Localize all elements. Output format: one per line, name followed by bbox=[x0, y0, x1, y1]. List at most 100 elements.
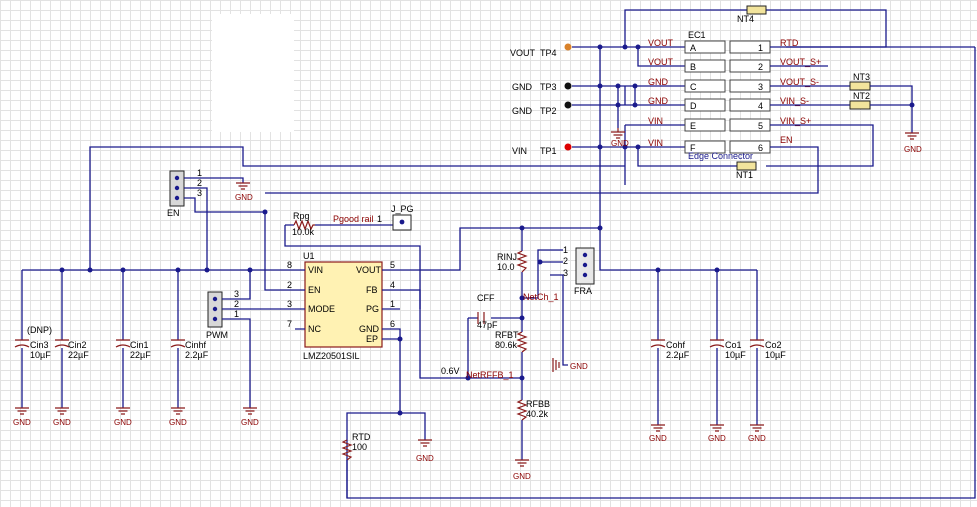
u1-pin-label: VOUT bbox=[356, 265, 382, 275]
vin-rail bbox=[22, 146, 625, 271]
tp4-net: VOUT bbox=[510, 48, 536, 58]
en-pin2[interactable] bbox=[174, 185, 180, 191]
u1-ref: U1 bbox=[303, 251, 315, 261]
svg-text:4: 4 bbox=[390, 280, 395, 290]
rpg-ref: Rpg bbox=[293, 211, 310, 221]
cohf-value: 2.2µF bbox=[666, 350, 690, 360]
svg-text:2: 2 bbox=[287, 280, 292, 290]
u1-pin-label: MODE bbox=[308, 304, 335, 314]
tp4-label: TP4 bbox=[540, 48, 557, 58]
en-pin3[interactable] bbox=[174, 195, 180, 201]
fra-pin2[interactable] bbox=[582, 262, 588, 268]
feedback-network: GND GND RINJ 10.0 CFF 47pF RFBT 80.6k RF… bbox=[441, 225, 588, 481]
fra-ref: FRA bbox=[574, 286, 592, 296]
svg-text:6: 6 bbox=[390, 319, 395, 329]
u1-pin-label: EN bbox=[308, 285, 321, 295]
rtd-value: 100 bbox=[352, 442, 367, 452]
u1-pin-label: NC bbox=[308, 324, 321, 334]
fra-pin3[interactable] bbox=[582, 272, 588, 278]
ec-left-net: VOUT bbox=[648, 57, 674, 67]
ec-left-net: GND bbox=[648, 96, 669, 106]
en-pin-num: 1 bbox=[197, 168, 202, 178]
rfbt-ref: RFBT bbox=[495, 330, 519, 340]
tp3-marker[interactable] bbox=[564, 82, 572, 90]
ec-left-net: VOUT bbox=[648, 38, 674, 48]
ec-pin: 4 bbox=[758, 101, 763, 111]
pg-jumper-ref: J_PG bbox=[391, 204, 414, 214]
u1-pin-label: GND bbox=[359, 324, 380, 334]
ec-pin: D bbox=[690, 101, 697, 111]
gnd-label: GND bbox=[570, 362, 588, 371]
gnd-label: GND bbox=[708, 434, 726, 443]
fb-voltage-label: 0.6V bbox=[441, 366, 460, 376]
ec-pin: 6 bbox=[758, 143, 763, 153]
cin1-value: 22µF bbox=[130, 350, 151, 360]
edge-connector: VOUT TP4 GND TP3 GND TP2 VIN TP1 GND VOU… bbox=[265, 5, 976, 499]
gnd-label: GND bbox=[235, 193, 253, 202]
ground-icon bbox=[905, 132, 919, 140]
nt1-label: NT1 bbox=[736, 170, 753, 180]
nt1-tie bbox=[736, 161, 757, 171]
ec-ref: EC1 bbox=[688, 30, 706, 40]
fra-pin1[interactable] bbox=[582, 252, 588, 258]
ec-right-wires bbox=[265, 46, 975, 194]
svg-text:7: 7 bbox=[287, 319, 292, 329]
ec-pin: 5 bbox=[758, 121, 763, 131]
tp2-marker[interactable] bbox=[564, 101, 572, 109]
gnd-label: GND bbox=[114, 418, 132, 427]
cin3-note: (DNP) bbox=[27, 325, 52, 335]
cff-ref: CFF bbox=[477, 293, 495, 303]
ec-pin: C bbox=[690, 82, 697, 92]
pwm-pin3[interactable] bbox=[212, 296, 218, 302]
svg-text:1: 1 bbox=[563, 245, 568, 255]
cin3-ref: Cin3 bbox=[30, 340, 49, 350]
rinj-value: 10.0 bbox=[497, 262, 515, 272]
cinhf-ref: Cinhf bbox=[185, 340, 207, 350]
gnd-label: GND bbox=[649, 434, 667, 443]
co2-ref: Co2 bbox=[765, 340, 782, 350]
u1-part: LMZ20501SIL bbox=[303, 351, 360, 361]
tp3-label: TP3 bbox=[540, 82, 557, 92]
ec-right-net: VIN_S- bbox=[780, 96, 809, 106]
tp1-marker[interactable] bbox=[564, 143, 572, 151]
gnd-label: GND bbox=[748, 434, 766, 443]
cinhf-value: 2.2µF bbox=[185, 350, 209, 360]
tp1-label: TP1 bbox=[540, 146, 557, 156]
ec-pin: F bbox=[690, 143, 696, 153]
cin1-ref: Cin1 bbox=[130, 340, 149, 350]
nt4-label: NT4 bbox=[737, 14, 754, 24]
ec-left-net: GND bbox=[648, 77, 669, 87]
rtd-wire bbox=[346, 47, 976, 499]
input-caps: (DNP) Cin3 10µF Cin2 22µF Cin1 22µF Cinh… bbox=[13, 270, 209, 427]
ec-right-net: VIN_S+ bbox=[780, 116, 811, 126]
ec-right-net: VOUT_S- bbox=[780, 77, 819, 87]
svg-text:2: 2 bbox=[563, 256, 568, 266]
cohf-ref: Cohf bbox=[666, 340, 686, 350]
ec-left-net: VIN bbox=[648, 116, 663, 126]
pwm-pin-num: 1 bbox=[234, 309, 239, 319]
tp4-marker[interactable] bbox=[564, 43, 572, 51]
gnd-label: GND bbox=[241, 418, 259, 427]
blank-area bbox=[212, 14, 294, 132]
ec-caption: Edge Connector bbox=[688, 151, 753, 161]
nt2-tie bbox=[849, 100, 871, 110]
en-ref: EN bbox=[167, 208, 180, 218]
pwm-pin1[interactable] bbox=[212, 316, 218, 322]
pwm-pin-num: 2 bbox=[234, 299, 239, 309]
en-pin1[interactable] bbox=[174, 175, 180, 181]
co2-value: 10µF bbox=[765, 350, 786, 360]
gnd-label: GND bbox=[53, 418, 71, 427]
gnd-wires bbox=[617, 86, 636, 128]
ground-icon bbox=[611, 128, 625, 139]
ec-pin: 3 bbox=[758, 82, 763, 92]
nt3-tie bbox=[849, 81, 871, 91]
cff-value: 47pF bbox=[477, 320, 498, 330]
en-pin-num: 2 bbox=[197, 178, 202, 188]
cin3-value: 10µF bbox=[30, 350, 51, 360]
ec-pin: 2 bbox=[758, 62, 763, 72]
ec-pin: 1 bbox=[758, 43, 763, 53]
rfbb-ref: RFBB bbox=[526, 399, 550, 409]
svg-text:1: 1 bbox=[377, 214, 382, 224]
rfbt-value: 80.6k bbox=[495, 340, 518, 350]
pwm-pin2[interactable] bbox=[212, 306, 218, 312]
